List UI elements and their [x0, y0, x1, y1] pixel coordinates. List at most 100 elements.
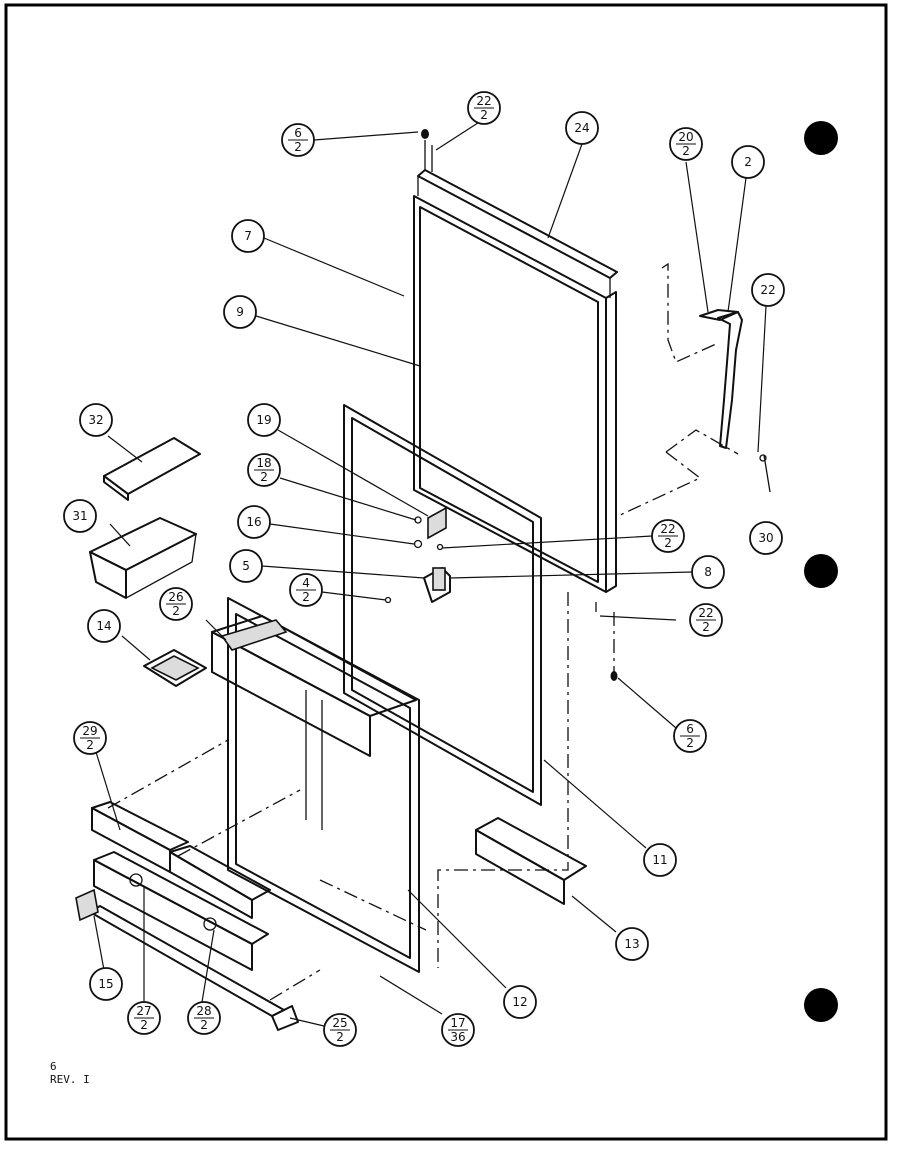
alignment-line [107, 739, 229, 809]
callout-22-2-mid: 22 2 [651, 519, 685, 553]
callout-32: 32 [79, 403, 113, 437]
svg-text:6: 6 [686, 722, 694, 736]
svg-text:13: 13 [624, 937, 639, 951]
svg-text:2: 2 [260, 470, 268, 484]
callout-7: 7 [231, 219, 265, 253]
svg-text:24: 24 [574, 121, 589, 135]
svg-text:22: 22 [698, 606, 713, 620]
alignment-line [617, 451, 702, 517]
svg-text:36: 36 [450, 1030, 465, 1044]
svg-text:20: 20 [678, 130, 693, 144]
sheet-border [4, 3, 888, 1141]
svg-text:26: 26 [168, 590, 183, 604]
svg-text:22: 22 [660, 522, 675, 536]
leader-lines [93, 118, 767, 1027]
svg-text:2: 2 [172, 604, 180, 618]
screw-30 [759, 454, 771, 493]
svg-text:27: 27 [136, 1004, 151, 1018]
svg-text:15: 15 [98, 977, 113, 991]
callout-25-2: 25 2 [323, 1013, 357, 1047]
handle-mount-parts [384, 506, 451, 604]
callout-8: 8 [691, 555, 725, 589]
callout-12: 12 [503, 985, 537, 1019]
top-fasteners [421, 129, 433, 172]
svg-text:2: 2 [140, 1018, 148, 1032]
svg-text:9: 9 [236, 305, 244, 319]
lower-door-bins [91, 801, 271, 971]
svg-text:2: 2 [200, 1018, 208, 1032]
punch-hole-top [804, 121, 838, 155]
svg-text:29: 29 [82, 724, 97, 738]
svg-text:4: 4 [302, 576, 310, 590]
page-footer: 6 REV. I [50, 1060, 90, 1086]
alignment-line [319, 879, 427, 931]
svg-text:5: 5 [242, 559, 250, 573]
callout-18-2: 18 2 [247, 453, 281, 487]
callout-4-2: 4 2 [289, 573, 323, 607]
revision-label: REV. I [50, 1073, 90, 1086]
svg-text:18: 18 [256, 456, 271, 470]
svg-text:2: 2 [744, 155, 752, 169]
svg-text:2: 2 [702, 620, 710, 634]
tray-14 [143, 649, 207, 687]
callout-13: 13 [615, 927, 649, 961]
svg-text:6: 6 [294, 126, 302, 140]
svg-text:17: 17 [450, 1016, 465, 1030]
svg-text:12: 12 [512, 995, 527, 1009]
callout-27-2: 27 2 [127, 1001, 161, 1035]
svg-text:16: 16 [246, 515, 261, 529]
svg-text:7: 7 [244, 229, 252, 243]
callout-6-2-top: 6 2 [281, 123, 315, 157]
bracket-25 [271, 1005, 299, 1031]
svg-text:25: 25 [332, 1016, 347, 1030]
svg-text:2: 2 [294, 140, 302, 154]
page-number: 6 [50, 1060, 57, 1073]
svg-text:2: 2 [480, 108, 488, 122]
callout-11: 11 [643, 843, 677, 877]
svg-text:28: 28 [196, 1004, 211, 1018]
door-gasket [343, 404, 542, 806]
door-liner [211, 597, 420, 973]
callout-22: 22 [751, 273, 785, 307]
alignment-line [269, 969, 321, 1001]
svg-text:11: 11 [652, 853, 667, 867]
svg-text:2: 2 [686, 736, 694, 750]
callout-15: 15 [89, 967, 123, 1001]
svg-text:2: 2 [86, 738, 94, 752]
callout-22-2-top: 22 2 [467, 91, 501, 125]
alignment-line [437, 592, 569, 968]
callout-17-36: 17 36 [441, 1013, 475, 1047]
callout-16: 16 [237, 505, 271, 539]
callout-20-2: 20 2 [669, 127, 703, 161]
svg-text:31: 31 [72, 509, 87, 523]
punch-hole-middle [804, 554, 838, 588]
svg-text:19: 19 [256, 413, 271, 427]
callout-30: 30 [749, 521, 783, 555]
callout-24: 24 [565, 111, 599, 145]
callout-2: 2 [731, 145, 765, 179]
callout-19: 19 [247, 403, 281, 437]
callout-28-2: 28 2 [187, 1001, 221, 1035]
svg-text:22: 22 [476, 94, 491, 108]
svg-text:8: 8 [704, 565, 712, 579]
callout-9: 9 [223, 295, 257, 329]
callout-5: 5 [229, 549, 263, 583]
svg-text:2: 2 [302, 590, 310, 604]
callout-6-2-low: 6 2 [673, 719, 707, 753]
upper-door-panel [413, 169, 618, 593]
alignment-line [177, 789, 301, 857]
punch-hole-bottom [804, 988, 838, 1022]
bin-31 [89, 517, 197, 599]
screw-6-2-lower [610, 612, 618, 681]
bin-32 [103, 437, 201, 501]
callout-26-2: 26 2 [159, 587, 193, 621]
svg-text:2: 2 [664, 536, 672, 550]
alignment-line [665, 429, 739, 455]
svg-text:32: 32 [88, 413, 103, 427]
svg-text:2: 2 [336, 1030, 344, 1044]
svg-text:30: 30 [758, 531, 773, 545]
callout-14: 14 [87, 609, 121, 643]
filler-strip-13 [475, 817, 587, 905]
svg-text:22: 22 [760, 283, 775, 297]
